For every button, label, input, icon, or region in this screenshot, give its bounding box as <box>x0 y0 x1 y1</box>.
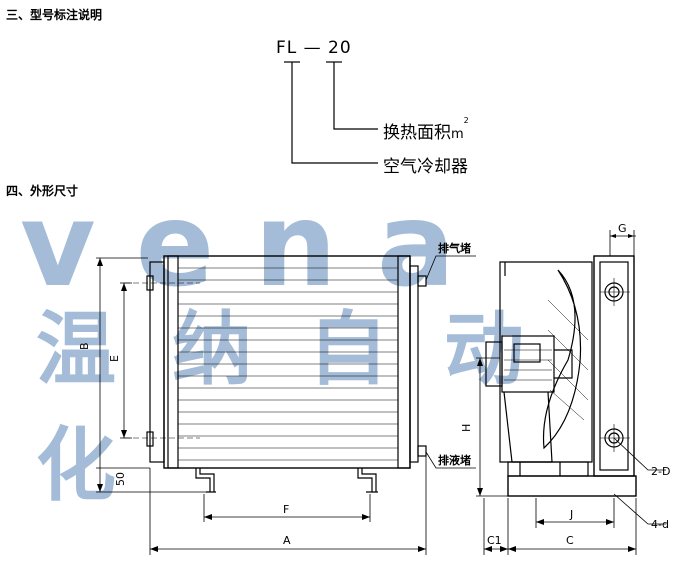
port-centerlines <box>124 282 200 439</box>
left-foot <box>195 468 211 492</box>
vent-plug-label: 排气堵 <box>438 241 471 255</box>
front-dimension-arrows <box>97 258 426 552</box>
area-unit-sup: 2 <box>463 116 469 125</box>
core-right-frame <box>397 255 411 469</box>
right-side-plate <box>409 265 419 463</box>
core-left-frame <box>167 255 179 469</box>
fan-blade <box>542 269 582 450</box>
left-foot-plate <box>199 468 216 493</box>
fan-housing <box>499 261 593 463</box>
dim-C1: C1 <box>487 534 502 547</box>
leader-2D <box>613 437 666 471</box>
dim-C: C <box>566 534 574 547</box>
dim-A: A <box>283 534 291 547</box>
leader-4d <box>613 493 666 525</box>
dim-G: G <box>618 222 627 235</box>
front-dimensions <box>96 257 427 555</box>
dims-heading: 四、外形尺寸 <box>6 184 79 198</box>
area-label-text: 换热面积 <box>383 123 451 143</box>
area-unit: m <box>451 127 464 142</box>
dim-B: B <box>78 342 91 350</box>
area-label: 换热面积m 2 <box>383 116 469 143</box>
watermark-latin: vena <box>20 178 496 313</box>
core-fins <box>178 267 398 461</box>
model-heading: 三、型号标注说明 <box>6 8 103 22</box>
model-code: FL — 20 <box>276 38 352 58</box>
drain-plug-label: 排液堵 <box>438 453 471 467</box>
right-foot-plate <box>361 468 378 493</box>
dim-4d: 4-d <box>651 518 669 531</box>
motor-stand <box>503 391 553 463</box>
motor-body <box>501 335 555 393</box>
side-dimension-arrows <box>477 234 636 552</box>
dim-E: E <box>108 355 121 362</box>
drain-plug-boss <box>417 445 427 457</box>
cooler-label: 空气冷却器 <box>383 157 468 177</box>
dim-J: J <box>569 508 573 521</box>
dim-50: 50 <box>114 472 127 486</box>
dim-F: F <box>283 503 289 516</box>
front-view <box>124 255 427 493</box>
dim-2D: 2-D <box>651 465 670 478</box>
motor-terminal-box <box>513 343 541 363</box>
base-skid <box>507 475 637 497</box>
lower-left-boss <box>146 431 154 447</box>
model-leader-lines <box>284 61 378 164</box>
right-foot <box>357 468 373 492</box>
watermark-cjk: 温纳自动化 <box>36 303 580 512</box>
dim-H: H <box>460 424 473 432</box>
vent-plug-boss <box>417 275 427 287</box>
header-inner <box>599 261 629 471</box>
plug-leaders <box>425 255 476 469</box>
side-view <box>485 255 637 497</box>
